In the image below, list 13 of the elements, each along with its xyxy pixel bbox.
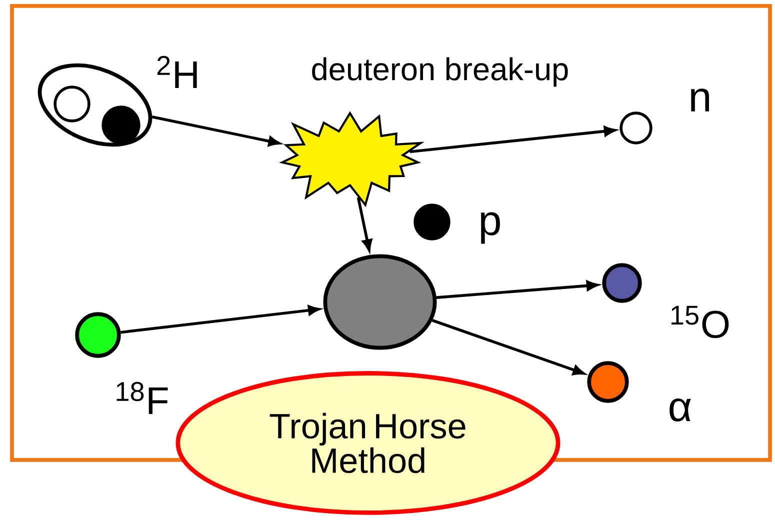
particle-label: α [670, 398, 691, 422]
neutron-circle [620, 112, 652, 144]
particle-label: $^{18}$F [116, 382, 168, 414]
particle-label: deuteron break-up [312, 57, 568, 87]
proton-circle [414, 204, 450, 240]
alpha-circle [587, 361, 629, 403]
particle-label: $^{2}$H [157, 56, 197, 88]
particle-label: n [691, 88, 709, 112]
nucleus-circle [323, 254, 437, 350]
particle-label: p [481, 212, 500, 244]
particle-label: $^{15}$O [672, 306, 729, 338]
fluorine-circle [75, 312, 121, 358]
oxygen-circle [602, 263, 642, 303]
